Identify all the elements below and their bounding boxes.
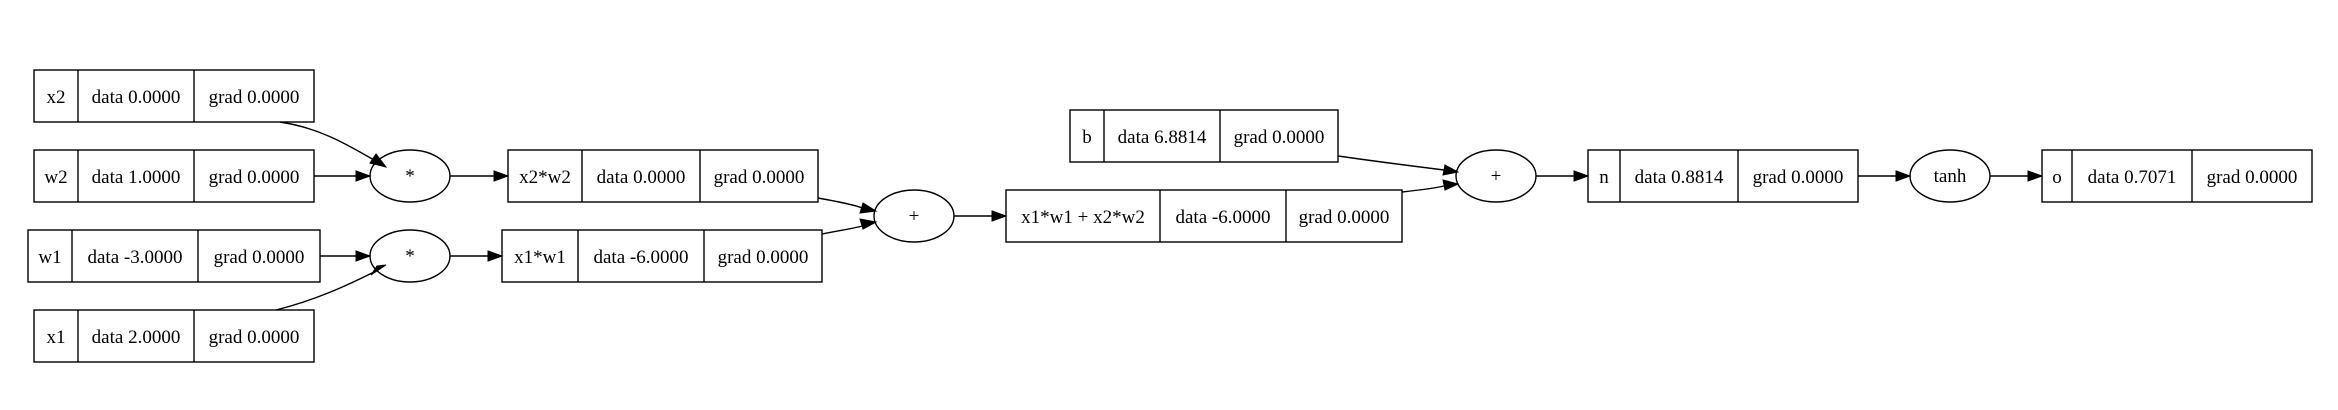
edge-n-to-tanh xyxy=(1858,170,1912,182)
node-x2: x2 data 0.0000 grad 0.0000 xyxy=(33,69,315,123)
edge-add-to-n xyxy=(1536,170,1590,182)
edge-sum1-to-add xyxy=(1401,179,1460,193)
node-sum1-grad: grad 0.0000 xyxy=(1299,207,1390,228)
op-mul-x2w2: * xyxy=(369,149,451,203)
node-x2-grad: grad 0.0000 xyxy=(209,87,300,108)
edge-x2-to-mul xyxy=(279,121,388,168)
node-x1: x1 data 2.0000 grad 0.0000 xyxy=(33,309,315,363)
node-x1w1-label: x1*w1 xyxy=(514,247,566,268)
node-n-grad: grad 0.0000 xyxy=(1753,167,1844,188)
node-x2w2-label: x2*w2 xyxy=(519,167,571,188)
op-mul-x2w2-label: * xyxy=(405,166,415,187)
op-add-sum1: + xyxy=(873,189,955,243)
node-o-data: data 0.7071 xyxy=(2088,167,2177,188)
node-w1-grad: grad 0.0000 xyxy=(214,247,305,268)
node-x1w1-grad: grad 0.0000 xyxy=(718,247,809,268)
edge-x1w1-to-add xyxy=(821,218,878,235)
edge-mul-to-x1w1 xyxy=(450,250,504,262)
node-b-label: b xyxy=(1082,127,1092,148)
node-x1-label: x1 xyxy=(47,327,66,348)
node-n: n data 0.8814 grad 0.0000 xyxy=(1587,149,1859,203)
node-x2-data: data 0.0000 xyxy=(92,87,181,108)
node-x1w1-data: data -6.0000 xyxy=(594,247,689,268)
op-add-n-label: + xyxy=(1491,166,1502,187)
node-x2w2-grad: grad 0.0000 xyxy=(714,167,805,188)
edge-mul-to-x2w2 xyxy=(450,170,510,182)
node-x2-label: x2 xyxy=(47,87,66,108)
edge-x2w2-to-add xyxy=(817,197,878,214)
edge-x1-to-mul xyxy=(275,264,387,311)
node-b: b data 6.8814 grad 0.0000 xyxy=(1069,109,1339,163)
node-w2-label: w2 xyxy=(44,167,67,188)
node-b-grad: grad 0.0000 xyxy=(1234,127,1325,148)
node-x1w1: x1*w1 data -6.0000 grad 0.0000 xyxy=(501,229,823,283)
node-sum1-data: data -6.0000 xyxy=(1176,207,1271,228)
node-w2: w2 data 1.0000 grad 0.0000 xyxy=(33,149,315,203)
node-x1-data: data 2.0000 xyxy=(92,327,181,348)
op-mul-x1w1-label: * xyxy=(405,246,415,267)
node-o-label: o xyxy=(2052,167,2062,188)
node-w2-grad: grad 0.0000 xyxy=(209,167,300,188)
node-b-data: data 6.8814 xyxy=(1118,127,1207,148)
node-w1: w1 data -3.0000 grad 0.0000 xyxy=(27,229,321,283)
node-n-label: n xyxy=(1599,167,1609,188)
op-add-n: + xyxy=(1455,149,1537,203)
node-sum1-label: x1*w1 + x2*w2 xyxy=(1021,207,1145,228)
node-w1-data: data -3.0000 xyxy=(88,247,183,268)
op-mul-x1w1: * xyxy=(369,229,451,283)
edge-tanh-to-o xyxy=(1990,170,2044,182)
node-n-data: data 0.8814 xyxy=(1635,167,1724,188)
node-w2-data: data 1.0000 xyxy=(92,167,181,188)
node-o: o data 0.7071 grad 0.0000 xyxy=(2041,149,2313,203)
op-add-sum1-label: + xyxy=(909,206,920,227)
node-o-grad: grad 0.0000 xyxy=(2207,167,2298,188)
edge-w2-to-mul xyxy=(314,170,372,182)
op-tanh-o-label: tanh xyxy=(1934,166,1967,187)
edge-b-to-add xyxy=(1337,155,1460,176)
node-x2w2-data: data 0.0000 xyxy=(597,167,686,188)
node-x1-grad: grad 0.0000 xyxy=(209,327,300,348)
op-tanh-o: tanh xyxy=(1909,149,1991,203)
node-x2w2: x2*w2 data 0.0000 grad 0.0000 xyxy=(507,149,819,203)
edge-w1-to-mul xyxy=(320,250,372,262)
node-sum1: x1*w1 + x2*w2 data -6.0000 grad 0.0000 xyxy=(1005,189,1403,243)
node-w1-label: w1 xyxy=(38,247,61,268)
edge-add-to-sum1 xyxy=(954,210,1008,222)
